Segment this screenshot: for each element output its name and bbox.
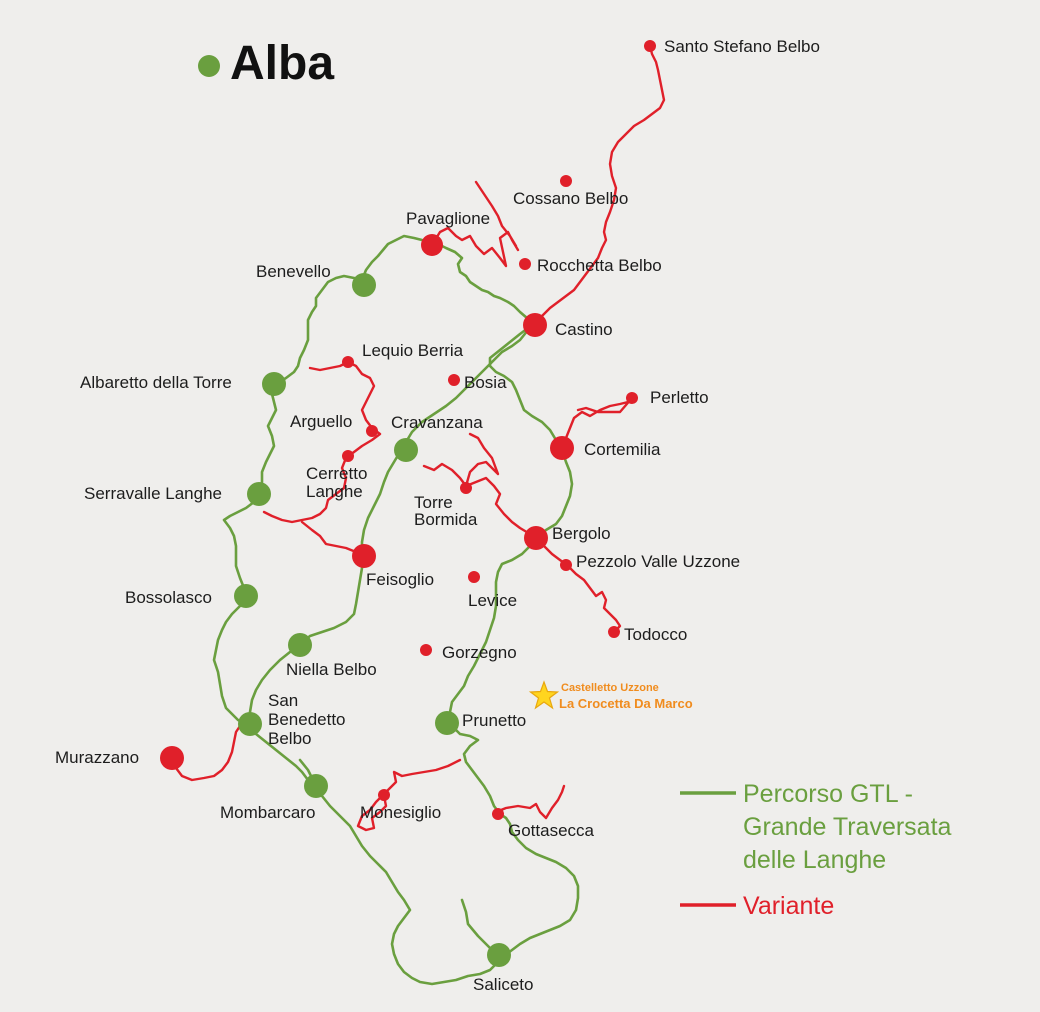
label-lequio: Lequio Berria [362,341,464,360]
label-prunetto: Prunetto [462,711,526,730]
marker-mombarcaro [304,774,328,798]
label-san-benedetto-2: Benedetto [268,710,346,729]
variant-murazzano [170,724,242,782]
marker-lequio [342,356,354,368]
marker-prunetto [435,711,459,735]
gtl-route-south-west [244,720,580,986]
marker-san-benedetto [238,712,262,736]
map-title: Alba [230,37,334,90]
gtl-route-east [446,323,574,724]
marker-niella [288,633,312,657]
label-santo-stefano: Santo Stefano Belbo [664,37,820,56]
label-gorzegno: Gorzegno [442,643,517,662]
legend-green-text-2: Grande Traversata [743,813,952,841]
marker-todocco [608,626,620,638]
marker-perletto [626,392,638,404]
legend-green-text-1: Percorso GTL - [743,780,913,808]
label-benevello: Benevello [256,262,331,281]
label-feisoglio: Feisoglio [366,570,434,589]
gtl-route-central [248,328,530,726]
marker-castino [523,313,547,337]
marker-murazzano [160,746,184,770]
label-pavaglione: Pavaglione [406,209,490,228]
variant-monesiglio [356,758,462,832]
marker-bosia [448,374,460,386]
label-mombarcaro: Mombarcaro [220,803,315,822]
marker-santo-stefano [644,40,656,52]
label-san-benedetto-1: San [268,691,298,710]
label-castino: Castino [555,320,613,339]
label-levice: Levice [468,591,517,610]
label-cerretto-2: Langhe [306,482,363,501]
label-cerretto-1: Cerretto [306,464,367,483]
label-cortemilia: Cortemilia [584,440,661,459]
label-serravalle: Serravalle Langhe [84,484,222,503]
variant-todocco [534,536,622,634]
marker-gottasecca [492,808,504,820]
marker-pavaglione [421,234,443,256]
marker-cortemilia [550,436,574,460]
marker-gorzegno [420,644,432,656]
marker-pezzolo [560,559,572,571]
label-arguello: Arguello [290,412,352,431]
label-bosia: Bosia [464,373,507,392]
marker-benevello [352,273,376,297]
variant-gottasecca [494,784,566,820]
marker-albaretto [262,372,286,396]
label-torre-2: Bormida [414,510,478,529]
poi-locality: Castelletto Uzzone [561,682,659,694]
label-perletto: Perletto [650,388,709,407]
label-torre-1: Torre [414,493,453,512]
marker-serravalle [247,482,271,506]
variant-pavaglione [430,180,520,268]
label-saliceto: Saliceto [473,975,533,994]
label-rocchetta: Rocchetta Belbo [537,256,662,275]
marker-bergolo [524,526,548,550]
label-bergolo: Bergolo [552,524,611,543]
label-cravanzana: Cravanzana [391,413,483,432]
marker-cerretto [342,450,354,462]
marker-saliceto [487,943,511,967]
poi-name: La Crocetta Da Marco [559,696,693,711]
variant-torre-bormida [422,432,538,540]
marker-rocchetta [519,258,531,270]
marker-cravanzana [394,438,418,462]
label-bossolasco: Bossolasco [125,588,212,607]
label-todocco: Todocco [624,625,687,644]
marker-arguello [366,425,378,437]
label-gottasecca: Gottasecca [508,821,595,840]
variant-perletto [560,396,634,450]
label-albaretto: Albaretto della Torre [80,373,232,392]
alba-marker [198,55,220,77]
label-murazzano: Murazzano [55,748,139,767]
label-pezzolo: Pezzolo Valle Uzzone [576,552,740,571]
star-icon [528,680,560,710]
legend-red-text: Variante [743,892,834,920]
label-san-benedetto-3: Belbo [268,729,311,748]
marker-monesiglio [378,789,390,801]
label-monesiglio: Monesiglio [360,803,441,822]
marker-levice [468,571,480,583]
marker-cossano [560,175,572,187]
legend-green-text-3: delle Langhe [743,846,886,874]
label-cossano: Cossano Belbo [513,189,628,208]
variant-santo-stefano [533,44,666,327]
marker-bossolasco [234,584,258,608]
variant-lequio [262,360,382,524]
marker-feisoglio [352,544,376,568]
marker-torre-bormida [460,482,472,494]
label-niella: Niella Belbo [286,660,377,679]
